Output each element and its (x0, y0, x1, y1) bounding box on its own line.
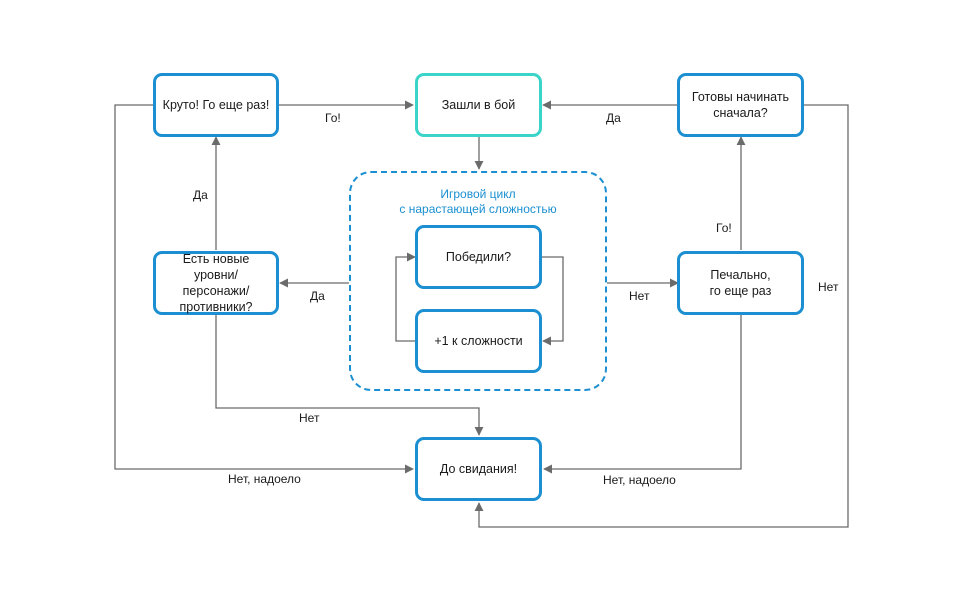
edge-sad-to-goodbye (543, 315, 742, 474)
label-go-top: Го! (325, 111, 341, 125)
node-cool-go-again: Круто! Го еще раз! (153, 73, 279, 137)
label-yes-left: Да (193, 188, 208, 202)
edge-plus-to-won (395, 252, 416, 342)
edge-ready-to-goodbye (474, 104, 849, 528)
label-no-mid: Нет (629, 289, 650, 303)
edge-won-to-plus (542, 256, 564, 346)
label-no-center: Нет (299, 411, 320, 425)
node-entered-battle: Зашли в бой (415, 73, 542, 137)
game-loop-title: Игровой цикл с нарастающей сложностью (399, 187, 557, 216)
label-no-tired-right: Нет, надоело (603, 473, 676, 487)
node-sad-go-again: Печально, го еще раз (677, 251, 804, 315)
node-ready-restart: Готовы начинать сначала? (677, 73, 804, 137)
label-go-right: Го! (716, 221, 732, 235)
node-goodbye: До свидания! (415, 437, 542, 501)
label-no-right: Нет (818, 280, 839, 294)
node-new-content: Есть новые уровни/персонажи/ противники? (153, 251, 279, 315)
node-won: Победили? (415, 225, 542, 289)
edge-cool-to-goodbye (114, 104, 414, 474)
label-yes-top: Да (606, 111, 621, 125)
node-plus-difficulty: +1 к сложности (415, 309, 542, 373)
edge-newcontent-to-goodbye (215, 315, 484, 436)
label-no-tired-left: Нет, надоело (228, 472, 301, 486)
label-yes-mid: Да (310, 289, 325, 303)
game-loop-group: Игровой цикл с нарастающей сложностью (349, 171, 607, 391)
